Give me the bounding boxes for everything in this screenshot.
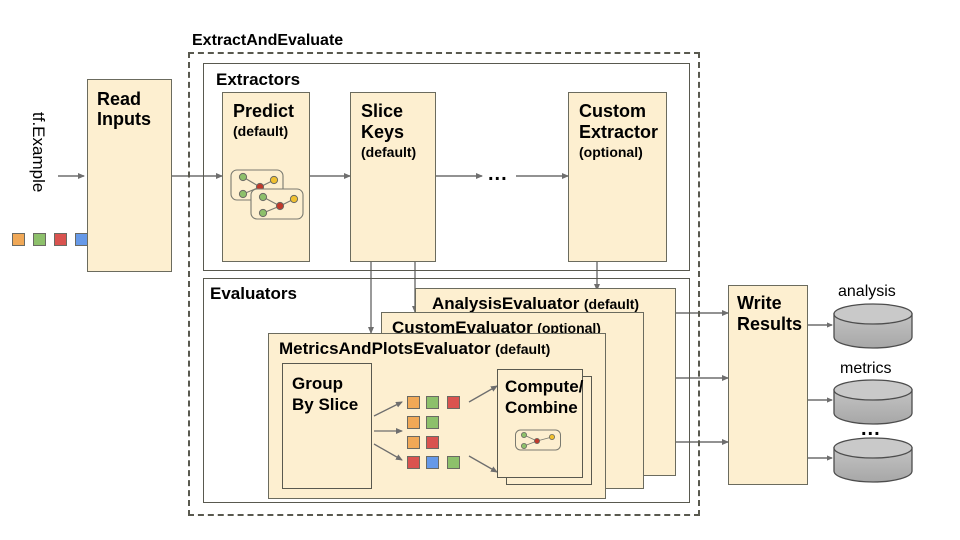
slice-square [426,436,439,449]
predict-subtitle: (default) [233,123,289,139]
group-by-slice-line2: By Slice [292,395,359,414]
compute-combine-node[interactable]: Compute/ Combine [497,369,583,478]
analysis-store-label: analysis [838,283,896,300]
slice-keys-title-line2: Keys [361,122,405,142]
slice-square [407,456,420,469]
analysis-store-cylinder [833,303,913,349]
custom-evaluator-title: CustomEvaluator [392,318,533,337]
slice-square [407,416,420,429]
write-results-line1: Write [737,293,782,313]
group-by-slice-node[interactable]: Group By Slice [282,363,372,489]
custom-extractor-title-line1: Custom [579,101,646,121]
slice-color-grid [407,396,467,469]
extract-and-evaluate-group [188,52,700,516]
write-results-line2: Results [737,314,803,334]
metrics-and-plots-evaluator-title: MetricsAndPlotsEvaluator [279,339,491,358]
more-stores-label: ... [861,418,881,440]
legend-squares [12,233,88,249]
metrics-store-cylinder [833,379,913,425]
slice-keys-extractor-node[interactable]: Slice Keys (default) [350,92,436,262]
metrics-and-plots-evaluator-subtitle: (default) [495,341,551,357]
compute-combine-line2: Combine [505,398,578,417]
slice-square [447,396,460,409]
custom-extractor-subtitle: (optional) [579,144,643,160]
legend-square-orange [12,233,25,246]
metrics-and-plots-evaluator-node[interactable]: MetricsAndPlotsEvaluator (default) Group… [268,333,606,499]
legend-square-green [33,233,46,246]
custom-extractor-node[interactable]: Custom Extractor (optional) [568,92,667,262]
metrics-store-label: metrics [840,360,892,377]
legend-square-red [54,233,67,246]
slice-keys-title-line1: Slice [361,101,404,121]
graph-glyph-predict [230,169,304,220]
slice-square [426,416,439,429]
predict-extractor-node[interactable]: Predict (default) [222,92,310,262]
slice-square [426,456,439,469]
write-results-node[interactable]: Write Results [728,285,808,485]
read-inputs-label: Read Inputs [97,89,151,130]
input-label: tf.Example [29,112,48,193]
more-stores-cylinder [833,437,913,483]
slice-keys-subtitle: (default) [361,144,417,160]
evaluators-label: Evaluators [210,284,297,303]
slice-square [447,456,460,469]
analysis-evaluator-subtitle: (default) [583,296,640,312]
custom-evaluator-subtitle: (optional) [537,320,601,336]
read-inputs-node[interactable]: Write Read Inputs [87,79,172,272]
outer-group-label: ExtractAndEvaluate [192,32,344,49]
metrics-inner-connectors [373,385,498,473]
extractors-label: Extractors [216,70,301,89]
extractors-panel [203,63,690,271]
predict-title: Predict [233,101,295,121]
slice-square [407,396,420,409]
group-by-slice-line1: Group [292,374,343,393]
slice-square [426,396,439,409]
graph-glyph-compute [515,429,561,451]
compute-combine-line1: Compute/ [505,377,584,396]
custom-extractor-title-line2: Extractor [579,122,659,142]
extractors-ellipsis: ... [488,163,508,185]
slice-square [407,436,420,449]
evaluators-panel [203,278,690,503]
analysis-evaluator-title: AnalysisEvaluator [432,294,580,313]
